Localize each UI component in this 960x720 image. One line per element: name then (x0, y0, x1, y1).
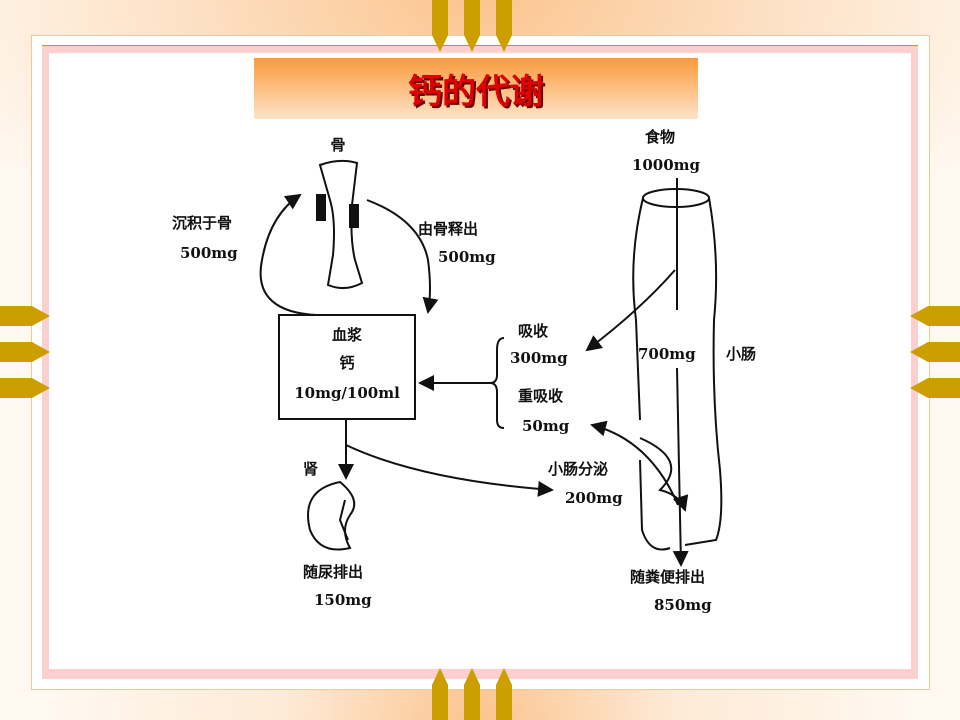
secretion-curve (639, 437, 689, 512)
title-banner: 钙的代谢 (254, 58, 698, 119)
reabsorb-label: 重吸收 (518, 387, 563, 405)
release-amount: 500mg (438, 248, 496, 266)
intestine-flow-amount: 700mg (638, 345, 696, 363)
food-amount: 1000mg (632, 156, 701, 174)
release-label: 由骨释出 (418, 220, 478, 238)
secretion-label: 小肠分泌 (548, 460, 608, 478)
plasma-concentration: 10mg/100ml (294, 384, 400, 402)
absorb-arrow (585, 269, 676, 352)
to-intestine-arrow (345, 444, 554, 497)
kidney-label: 肾 (303, 460, 318, 478)
slide-content (49, 53, 911, 669)
brace (489, 337, 505, 429)
release-arrow (366, 199, 439, 314)
bone-shape (318, 159, 364, 289)
calcium-label: 钙 (339, 354, 354, 372)
reabsorb-amount: 50mg (522, 417, 570, 435)
deposit-amount: 500mg (180, 244, 238, 262)
deposit-label: 沉积于骨 (172, 214, 232, 232)
reabsorb-arrow (590, 420, 679, 506)
plasma-label: 血浆 (332, 326, 363, 344)
urine-amount: 150mg (314, 591, 372, 609)
urine-label: 随尿排出 (303, 563, 363, 581)
intestine-label: 小肠 (726, 345, 756, 363)
secretion-amount: 200mg (565, 489, 623, 507)
food-label: 食物 (645, 128, 675, 146)
intestine-tube (632, 197, 723, 551)
deposit-arrow (259, 193, 341, 317)
feces-amount: 850mg (654, 596, 712, 614)
absorb-amount: 300mg (510, 349, 568, 367)
slide-title: 钙的代谢 (408, 72, 544, 112)
absorb-label: 吸收 (518, 322, 548, 340)
feces-label: 随粪便排出 (630, 568, 705, 586)
bone-label: 骨 (330, 136, 345, 154)
kidney-shape (307, 480, 356, 551)
